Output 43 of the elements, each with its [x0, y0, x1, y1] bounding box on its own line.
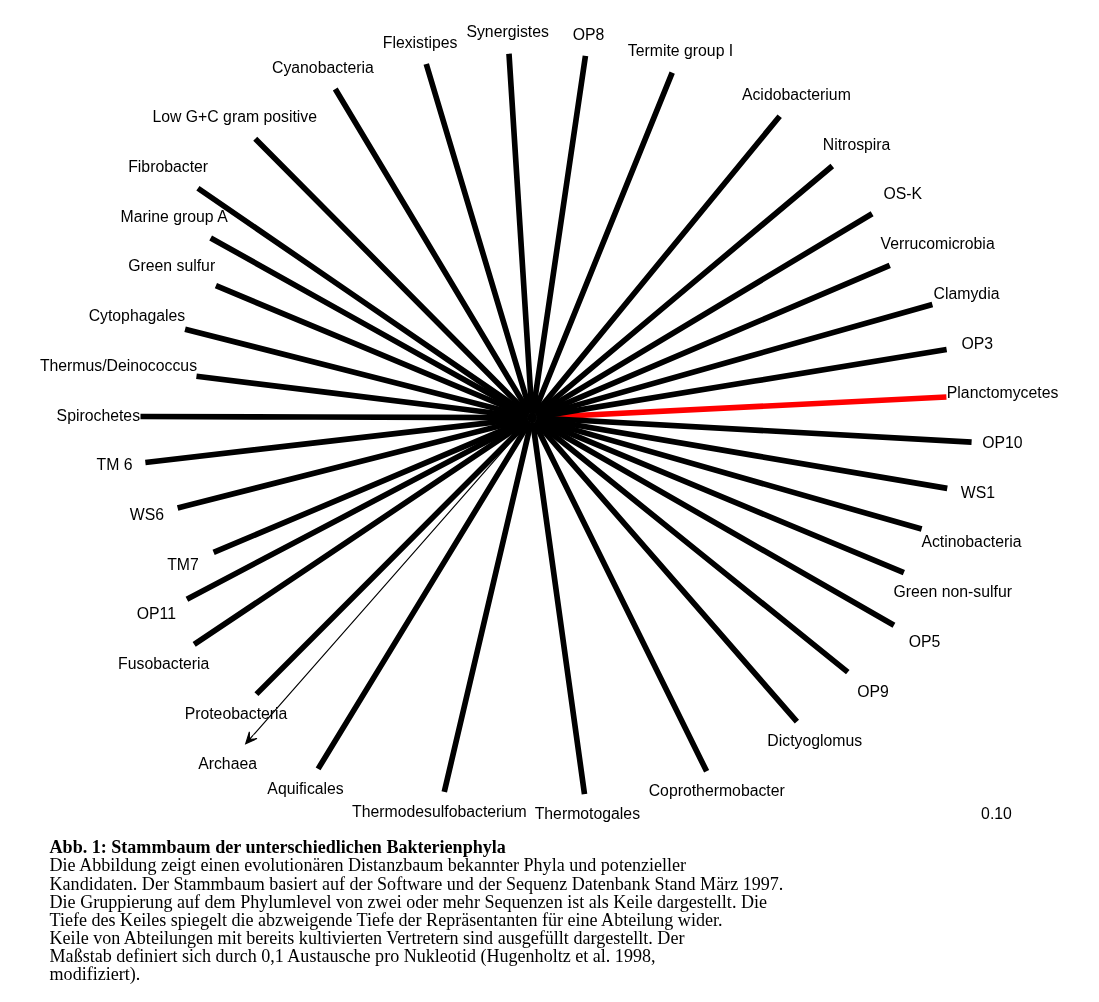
- node-text: OP10: [982, 434, 1023, 452]
- node-text: Thermodesulfobacterium: [352, 802, 527, 820]
- node-text: OP9: [857, 682, 889, 700]
- connector: [530, 422, 588, 795]
- node-text: OP8: [572, 25, 605, 43]
- connector: [441, 422, 534, 793]
- node-text: Thermotogales: [534, 805, 641, 823]
- node-text: OS-K: [883, 185, 923, 203]
- node-text: Coprothermobacter: [648, 782, 785, 800]
- node-text: Cyanobacteria: [271, 58, 374, 76]
- connector: [423, 63, 534, 414]
- node-text: TM7: [167, 555, 199, 573]
- node-text: Dictyoglomus: [767, 732, 863, 750]
- node-text: WS6: [129, 505, 165, 523]
- node-text: Nitrospira: [822, 135, 891, 153]
- node-text: Green non-sulfur: [893, 583, 1013, 601]
- node-text: Low G+C gram positive: [152, 108, 318, 126]
- node-text: Fusobacteria: [118, 655, 210, 673]
- node-text: Fibrobacter: [128, 157, 209, 175]
- node-text: Acidobacterium: [741, 86, 851, 104]
- node-text: TM 6: [96, 456, 133, 474]
- label: 0.10: [981, 805, 1012, 823]
- node-text: Thermus/Deinococcus: [39, 356, 198, 374]
- node-text: Actinobacteria: [921, 533, 1022, 551]
- node-text: Synergistes: [466, 23, 549, 41]
- node-text: Clamydia: [933, 284, 1000, 302]
- node-text: Cytophagales: [88, 307, 186, 325]
- node-text: Termite group I: [627, 42, 734, 60]
- node-text: Archaea: [198, 754, 258, 772]
- node-text: Green sulfur: [128, 257, 216, 275]
- node-text: OP3: [961, 334, 994, 352]
- node-text: Marine group A: [120, 207, 228, 225]
- node-text: Planctomycetes: [946, 384, 1059, 402]
- diagram-title: Abb. 1: Stammbaum der unterschiedlichen Bakterienphyla: [49, 837, 506, 858]
- node-text: Verrucomicrobia: [880, 235, 995, 253]
- node-text: OP11: [136, 605, 177, 623]
- connector: [530, 55, 589, 414]
- node-text: Spirochetes: [56, 406, 141, 424]
- node-text: Flexistipes: [382, 33, 458, 51]
- connector: [531, 421, 710, 773]
- node-text: WS1: [960, 483, 996, 501]
- node-text: Aquificales: [267, 779, 344, 797]
- node-text: OP5: [908, 632, 941, 650]
